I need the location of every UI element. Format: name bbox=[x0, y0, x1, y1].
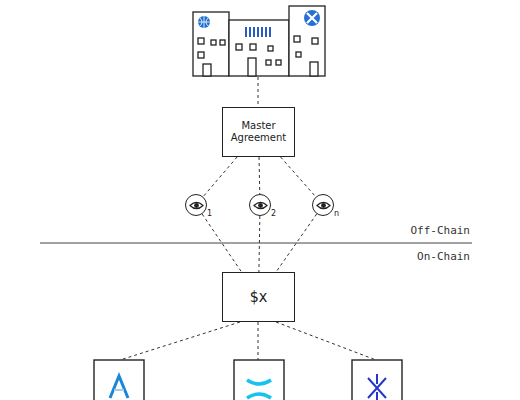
dashed-connector bbox=[203, 157, 237, 197]
cross-logo bbox=[247, 380, 271, 398]
chain-separator bbox=[40, 243, 472, 244]
box-label: Master Agreement bbox=[223, 118, 294, 146]
dashed-wire bbox=[120, 322, 376, 360]
dashed-connector bbox=[281, 157, 316, 197]
protocol-box bbox=[94, 360, 402, 400]
buildings-illustration bbox=[193, 6, 325, 76]
bars-logo bbox=[245, 27, 271, 37]
agreement-box: Master Agreement bbox=[222, 107, 295, 157]
dashed-connector bbox=[276, 214, 317, 272]
arbitrum-logo bbox=[110, 376, 128, 398]
zone-label: Off-Chain bbox=[410, 224, 470, 237]
star-logo bbox=[368, 374, 386, 400]
eye-icon bbox=[187, 196, 206, 215]
box-label: $x bbox=[249, 288, 267, 306]
oracle-eye: 1 bbox=[185, 194, 207, 216]
dashed-connector bbox=[258, 216, 260, 272]
dashed-wire bbox=[258, 77, 259, 107]
oracle-eye: 2 bbox=[249, 194, 271, 216]
eye-icon bbox=[251, 196, 270, 215]
callout-number: n bbox=[334, 209, 339, 218]
callout-number: 2 bbox=[271, 209, 276, 218]
oracle-eye: n bbox=[312, 194, 334, 216]
x-logo bbox=[304, 10, 320, 26]
contract-box: $x bbox=[222, 272, 295, 322]
eye-icon bbox=[314, 196, 333, 215]
callout-number: 1 bbox=[207, 209, 212, 218]
globe-logo bbox=[198, 16, 210, 28]
dashed-connector bbox=[259, 157, 261, 194]
zone-label: On-Chain bbox=[417, 250, 470, 263]
dashed-connector bbox=[202, 214, 241, 272]
